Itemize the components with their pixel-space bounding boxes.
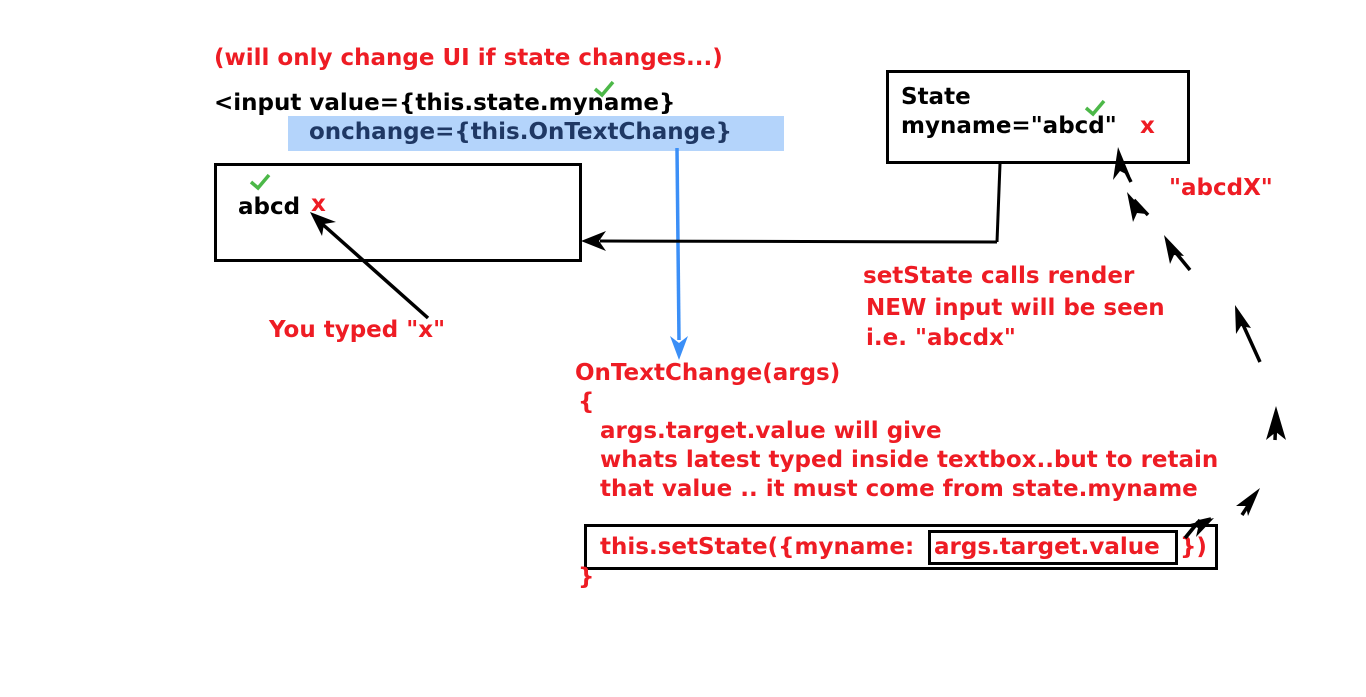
state-new-value: "abcdX" (1169, 175, 1273, 201)
input-box (214, 163, 582, 262)
state-to-input-arrow (581, 163, 1002, 251)
set-state-note-3: i.e. "abcdx" (866, 325, 1016, 351)
set-state-prefix: this.setState({myname: (600, 534, 915, 560)
update-chain-arrows (1118, 159, 1278, 540)
state-x-mark: x (1140, 113, 1155, 139)
input-typed-char: x (311, 191, 326, 217)
header-note: (will only change UI if state changes...… (214, 45, 723, 71)
set-state-arg-box (928, 530, 1178, 565)
input-value: abcd (238, 194, 301, 220)
handler-comment-1: args.target.value will give (600, 418, 942, 444)
jsx-line-value: <input value={this.state.myname} (214, 90, 676, 116)
flow-arrow-blue (670, 147, 688, 360)
you-typed-label: You typed "x" (269, 317, 446, 343)
state-box (886, 70, 1190, 164)
set-state-suffix: }) (1180, 534, 1207, 560)
set-state-note-1: setState calls render (863, 263, 1135, 289)
set-state-note-2: NEW input will be seen (866, 295, 1165, 321)
check-icon (1084, 99, 1106, 117)
jsx-line-onchange: onchange={this.OnTextChange} (309, 119, 733, 145)
handler-signature: OnTextChange(args) (575, 360, 841, 386)
onchange-highlight (288, 116, 784, 151)
handler-close-brace: } (578, 564, 595, 590)
update-chain-heads (1113, 147, 1286, 537)
state-value: myname="abcd" (901, 113, 1117, 139)
set-state-box (584, 524, 1218, 570)
check-icon (593, 80, 615, 98)
handler-comment-2: whats latest typed inside textbox..but t… (600, 447, 1219, 473)
state-title: State (901, 84, 971, 110)
handler-comment-3: that value .. it must come from state.my… (600, 476, 1198, 502)
set-state-arg: args.target.value (934, 534, 1160, 560)
handler-open-brace: { (578, 389, 595, 415)
you-typed-arrow (310, 212, 430, 320)
check-icon (249, 173, 271, 191)
